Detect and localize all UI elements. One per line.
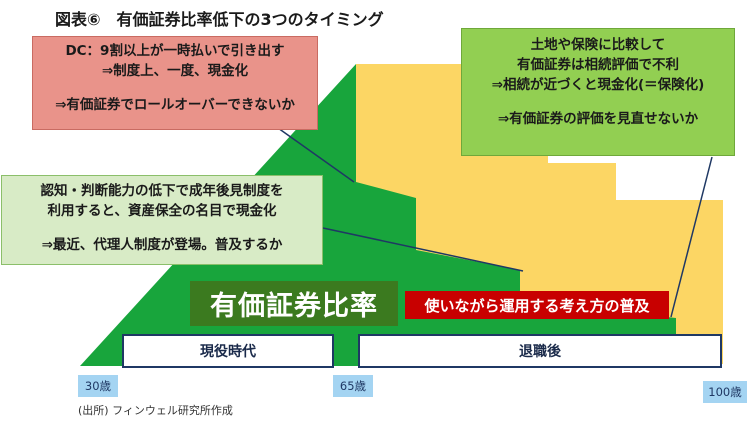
inheritance-callout: 土地や保険に比較して 有価証券は相続評価で不利 ⇒相続が近づくと現金化(＝保険化… (461, 28, 735, 156)
dc-callout-line2: ⇒制度上、一度、現金化 (101, 63, 249, 79)
working-years-bar: 現役時代 (122, 334, 334, 368)
guardianship-callout-line2: 利用すると、資産保全の名目で現金化 (47, 203, 277, 219)
securities-ratio-label: 有価証券比率 (190, 281, 398, 326)
inheritance-callout-line2: 有価証券は相続評価で不利 (517, 57, 679, 73)
usage-while-investing-label: 使いながら運用する考え方の普及 (405, 291, 669, 319)
dc-callout: DC：9割以上が一時払いで引き出す ⇒制度上、一度、現金化 ⇒有価証券でロールオ… (32, 36, 318, 130)
care-callout-connector (322, 227, 524, 272)
inheritance-callout-line1: 土地や保険に比較して (530, 37, 666, 53)
retirement-bar: 退職後 (358, 334, 722, 368)
dc-callout-line3: ⇒有価証券でロールオーバーできないか (55, 97, 295, 113)
land-callout-connector (670, 156, 713, 318)
age-30-badge: 30歳 (78, 375, 118, 397)
chart-title: 図表⑥ 有価証券比率低下の3つのタイミング (55, 10, 384, 29)
inheritance-callout-line3: ⇒相続が近づくと現金化(＝保険化) (491, 77, 705, 93)
guardianship-callout: 認知・判断能力の低下で成年後見制度を 利用すると、資産保全の名目で現金化 ⇒最近… (1, 175, 323, 265)
age-100-badge: 100歳 (703, 381, 747, 403)
inheritance-callout-line4: ⇒有価証券の評価を見直せないか (497, 111, 699, 127)
age-65-badge: 65歳 (333, 375, 373, 397)
dc-callout-line1: DC：9割以上が一時払いで引き出す (65, 43, 285, 59)
dc-callout-connector (277, 127, 355, 183)
guardianship-callout-line1: 認知・判断能力の低下で成年後見制度を (40, 183, 284, 199)
source-note: (出所) フィンウェル研究所作成 (78, 404, 233, 417)
guardianship-callout-line3: ⇒最近、代理人制度が登場。普及するか (41, 237, 283, 253)
